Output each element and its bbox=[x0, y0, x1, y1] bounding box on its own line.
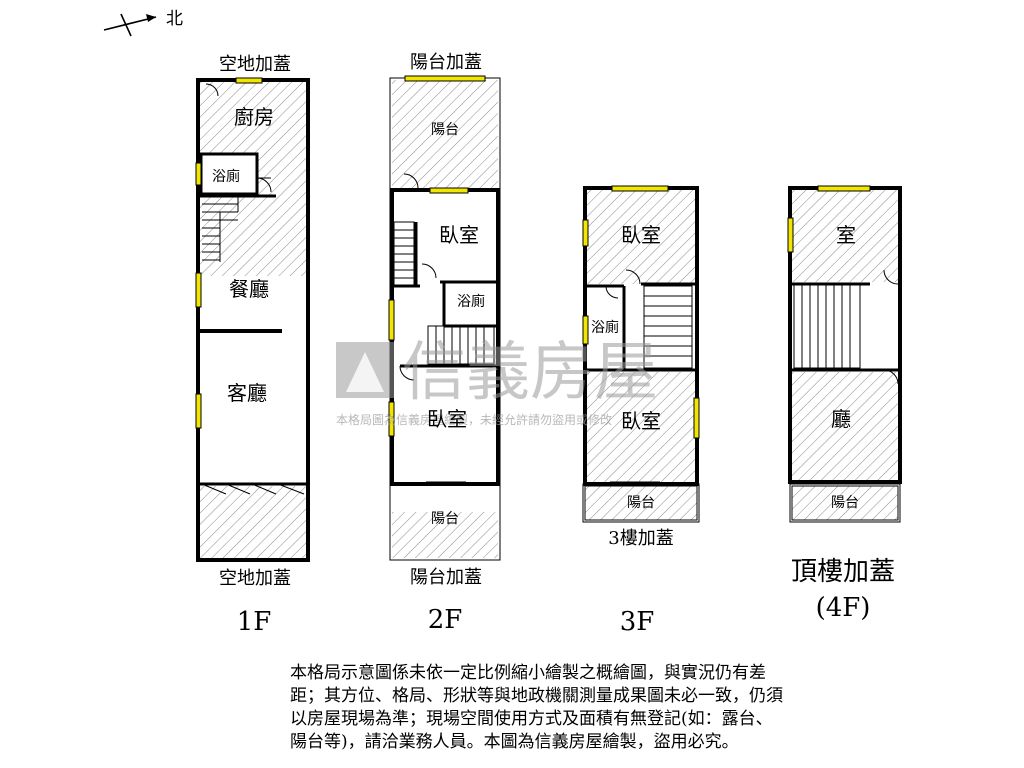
floor-4f-bottom-note: 頂樓加蓋 bbox=[791, 557, 895, 587]
floor-2f-title: 2F bbox=[428, 605, 463, 635]
floor-2f-top-note: 陽台加蓋 bbox=[410, 52, 482, 73]
watermark-notice: 本格局圖為信義房屋繪製，未經允許請勿盜用或修改 bbox=[336, 412, 612, 427]
room-hall-label: 廳 bbox=[831, 407, 851, 431]
disclaimer-line: 陽台等)，請洽業務人員。本圖為信義房屋繪製，盜用必究。 bbox=[290, 732, 739, 752]
floor-2f-plan bbox=[388, 75, 501, 561]
disclaimer-text: 本格局示意圖係未依一定比例縮小繪製之概繪圖，與實況仍有差 距；其方位、格局、形狀… bbox=[290, 662, 900, 754]
room-living-label: 客廳 bbox=[227, 381, 267, 405]
disclaimer-line: 以房屋現場為準；現場空間使用方式及面積有無登記(如：露台、 bbox=[290, 709, 773, 729]
room-bedroom-label: 臥室 bbox=[621, 223, 661, 247]
disclaimer-line: 距；其方位、格局、形狀等與地政機關測量成果圖未必一致，仍須 bbox=[290, 686, 783, 706]
floor-1f-title: 1F bbox=[237, 607, 272, 637]
room-balcony-label: 陽台 bbox=[431, 122, 459, 138]
room-bedroom-label: 臥室 bbox=[439, 223, 479, 247]
floor-1f-bottom-note: 空地加蓋 bbox=[219, 568, 291, 589]
room-bathroom-label: 浴廁 bbox=[457, 293, 485, 310]
room-bedroom-label: 臥室 bbox=[427, 407, 467, 431]
room-bathroom-label: 浴廁 bbox=[591, 319, 619, 336]
north-label: 北 bbox=[166, 9, 183, 29]
room-kitchen-label: 廚房 bbox=[234, 105, 274, 129]
floor-1f-top-note: 空地加蓋 bbox=[219, 54, 291, 75]
room-label: 室 bbox=[836, 223, 856, 247]
brand-logo-icon bbox=[336, 342, 394, 398]
room-bathroom-label: 浴廁 bbox=[212, 168, 240, 185]
room-bedroom-label: 臥室 bbox=[621, 409, 661, 433]
room-balcony-label: 陽台 bbox=[431, 511, 459, 527]
floor-3f-plan bbox=[582, 185, 700, 523]
watermark: 信義房屋 本格局圖為信義房屋繪製，未經允許請勿盜用或修改 bbox=[336, 336, 658, 427]
watermark-brand: 信義房屋 bbox=[402, 336, 658, 410]
floor-3f-title: 3F bbox=[620, 607, 655, 637]
floor-4f-title: (4F) bbox=[816, 593, 871, 623]
floor-3f-bottom-note: 3樓加蓋 bbox=[608, 528, 673, 549]
room-balcony-label: 陽台 bbox=[831, 495, 859, 511]
disclaimer-line: 本格局示意圖係未依一定比例縮小繪製之概繪圖，與實況仍有差 bbox=[290, 663, 766, 683]
north-arrow-icon bbox=[103, 13, 157, 37]
room-dining-label: 餐廳 bbox=[229, 277, 269, 301]
room-balcony-label: 陽台 bbox=[627, 495, 655, 511]
floor-4f-plan bbox=[787, 185, 902, 523]
floor-1f-plan bbox=[195, 77, 310, 562]
floor-2f-bottom-note: 陽台加蓋 bbox=[410, 567, 482, 588]
